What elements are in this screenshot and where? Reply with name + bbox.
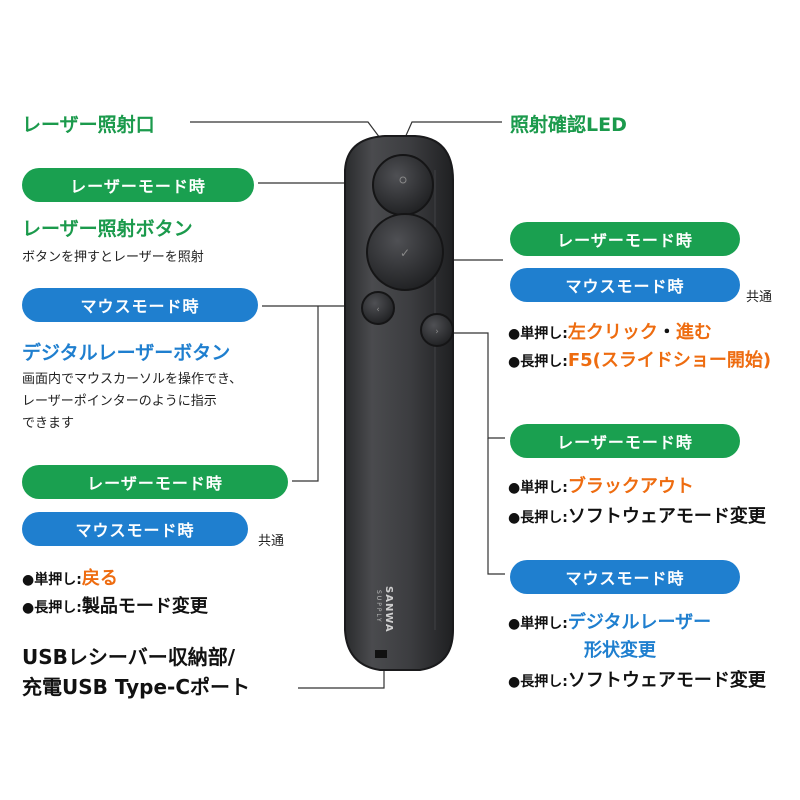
digital-button-title: デジタルレーザーボタン: [22, 342, 231, 364]
long-press-value: 製品モード変更: [81, 596, 208, 617]
right-upper-common: 共通: [746, 290, 773, 305]
line-laser-port: [190, 121, 381, 139]
device-logo-supply: SUPPLY: [375, 590, 382, 624]
right-lower-pill-mouse-mode: マウスモード時: [510, 560, 740, 594]
long-value-software-mode: ソフトウェアモード変更: [567, 506, 766, 527]
right-upper-short-press: ●単押し: 左クリック ・ 進む: [508, 318, 712, 344]
usb-label-line2: 充電USB Type-Cポート: [22, 675, 251, 699]
digital-desc-3: できます: [22, 416, 75, 431]
device-logo-sanwa: SANWA: [383, 586, 394, 633]
right-lower-short-value-2: 形状変更: [584, 640, 656, 661]
right-lower-long-press: ●長押し: ソフトウェアモード変更: [508, 666, 766, 692]
short-press-label: ●単押し:: [22, 572, 82, 588]
right-upper-long-press: ●長押し: F5(スライドショー開始): [508, 346, 771, 372]
svg-text:‹: ‹: [376, 305, 380, 315]
device-logo: SANWA: [383, 586, 394, 633]
digital-desc-1: 画面内でマウスカーソルを操作でき、: [22, 372, 243, 387]
long-value-f5: F5(スライドショー開始): [567, 350, 772, 371]
svg-text:✓: ✓: [400, 246, 410, 260]
long-press-label: ●長押し:: [22, 600, 82, 616]
long-press-label: ●長押し:: [508, 354, 568, 370]
line-led: [403, 121, 502, 141]
right-mid-short-press: ●単押し: ブラックアウト: [508, 472, 694, 498]
line-mid-right: [452, 332, 505, 439]
blackout-button[interactable]: [420, 313, 454, 347]
long-press-label: ●長押し:: [508, 510, 568, 526]
right-lower-short-press: ●単押し: デジタルレーザー: [508, 608, 711, 634]
short-press-label: ●単押し:: [508, 480, 568, 496]
long-press-label: ●長押し:: [508, 674, 568, 690]
short-press-label: ●単押し:: [508, 616, 568, 632]
short-value-left-click: 左クリック: [567, 322, 658, 343]
digital-desc-2: レーザーポインターのように指示: [22, 394, 217, 409]
laser-port-label: レーザー照射口: [22, 114, 155, 136]
left-common-label: 共通: [258, 534, 285, 549]
usb-port: [375, 650, 387, 658]
digital-laser-button[interactable]: [366, 213, 444, 291]
left-long-press: ●長押し: 製品モード変更: [22, 592, 208, 618]
left-pill-laser-mode: レーザーモード時: [22, 168, 254, 202]
right-upper-pill-laser-mode: レーザーモード時: [510, 222, 740, 256]
left-pill-mouse-mode-2: マウスモード時: [22, 512, 248, 546]
led-label: 照射確認LED: [510, 114, 627, 136]
short-value-blackout: ブラックアウト: [567, 476, 694, 497]
usb-label-line1: USBレシーバー収納部/: [22, 645, 235, 669]
left-pill-mouse-mode: マウスモード時: [22, 288, 258, 322]
short-press-value: 戻る: [81, 568, 118, 589]
laser-button-title: レーザー照射ボタン: [22, 218, 193, 240]
svg-text:›: ›: [435, 327, 439, 337]
short-value-digital-laser: デジタルレーザー: [567, 612, 712, 633]
right-mid-long-press: ●長押し: ソフトウェアモード変更: [508, 502, 766, 528]
short-press-label: ●単押し:: [508, 326, 568, 342]
long-value-software-mode: ソフトウェアモード変更: [567, 670, 766, 691]
right-upper-pill-mouse-mode: マウスモード時: [510, 268, 740, 302]
left-pill-laser-mode-2: レーザーモード時: [22, 465, 288, 499]
laser-pointer-device: ✓ ‹ ›: [344, 135, 454, 671]
right-mid-pill-laser-mode: レーザーモード時: [510, 424, 740, 458]
back-button[interactable]: [361, 291, 395, 325]
line-back-button: [292, 306, 319, 482]
line-lower-right: [487, 438, 505, 575]
short-value-next: 進む: [675, 322, 712, 343]
left-short-press: ●単押し: 戻る: [22, 564, 118, 590]
laser-button-desc: ボタンを押すとレーザーを照射: [22, 250, 204, 265]
short-separator: ・: [657, 322, 676, 343]
laser-button[interactable]: [372, 154, 434, 216]
